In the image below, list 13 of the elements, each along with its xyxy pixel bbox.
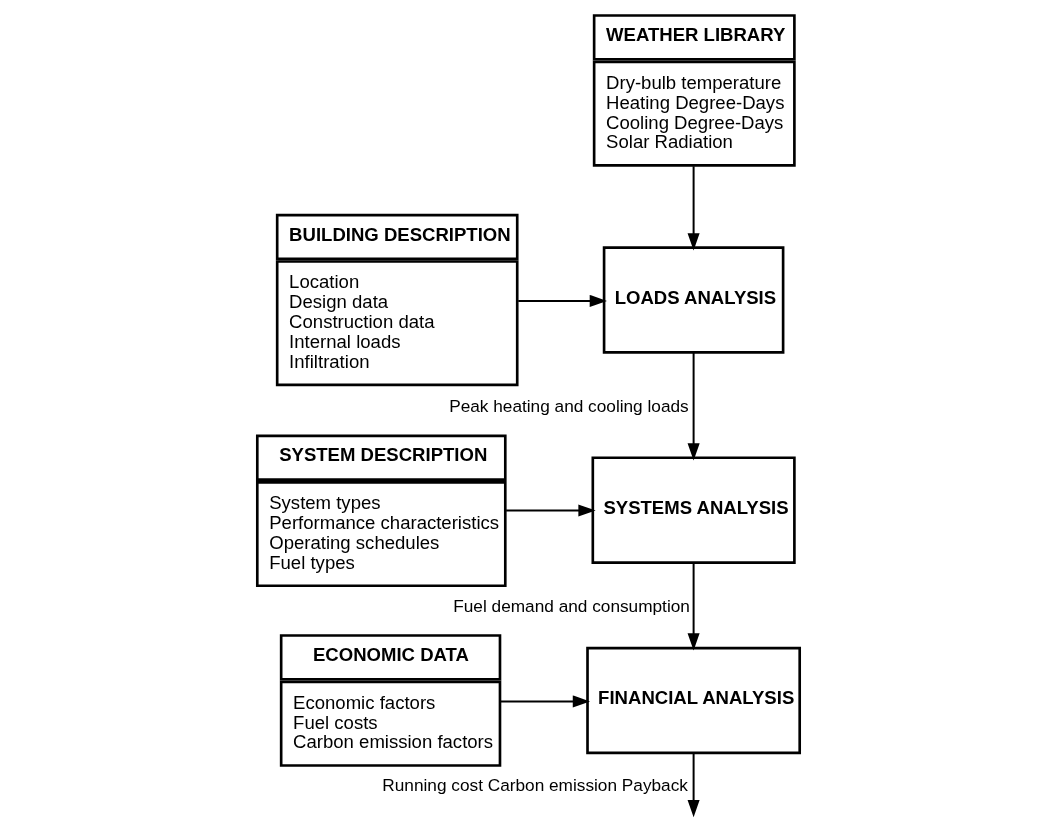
arrow [517,294,607,307]
edge-label: Running cost Carbon emission Payback [382,774,688,795]
arrow [687,165,700,251]
node-box: FINANCIAL ANALYSIS [586,646,802,755]
arrow [499,695,591,708]
edge-label: Fuel demand and consumption [453,596,690,617]
node-box: LOADS ANALYSIS [602,246,785,354]
arrow [505,504,596,517]
arrow [687,561,700,651]
node-box: SYSTEMS ANALYSIS [591,456,796,564]
arrow [687,351,700,461]
edge-label: Peak heating and cooling loads [449,396,689,417]
arrow [687,752,700,818]
